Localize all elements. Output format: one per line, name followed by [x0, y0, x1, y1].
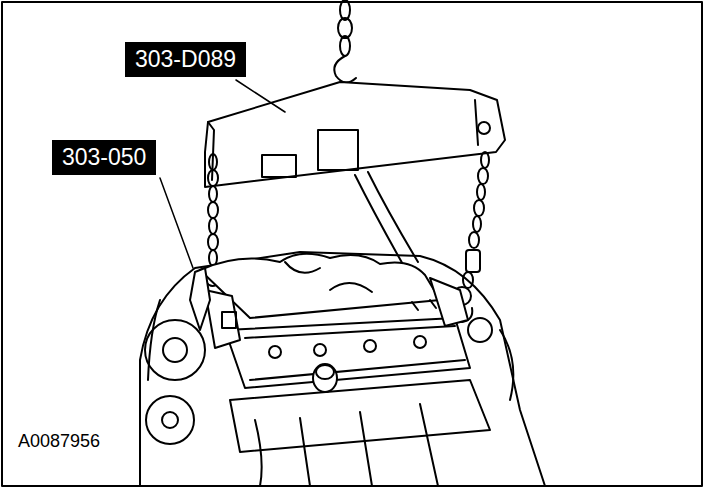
spreader-bar	[205, 82, 505, 187]
tool-number: 303-050	[52, 140, 156, 175]
leader-line	[160, 178, 193, 268]
tool-number: 303-D089	[125, 42, 246, 77]
figure-number: A0087956	[16, 431, 102, 451]
leader-line	[236, 80, 285, 112]
hoist-chain	[334, 0, 356, 83]
hose	[368, 172, 418, 262]
engine	[140, 252, 545, 486]
